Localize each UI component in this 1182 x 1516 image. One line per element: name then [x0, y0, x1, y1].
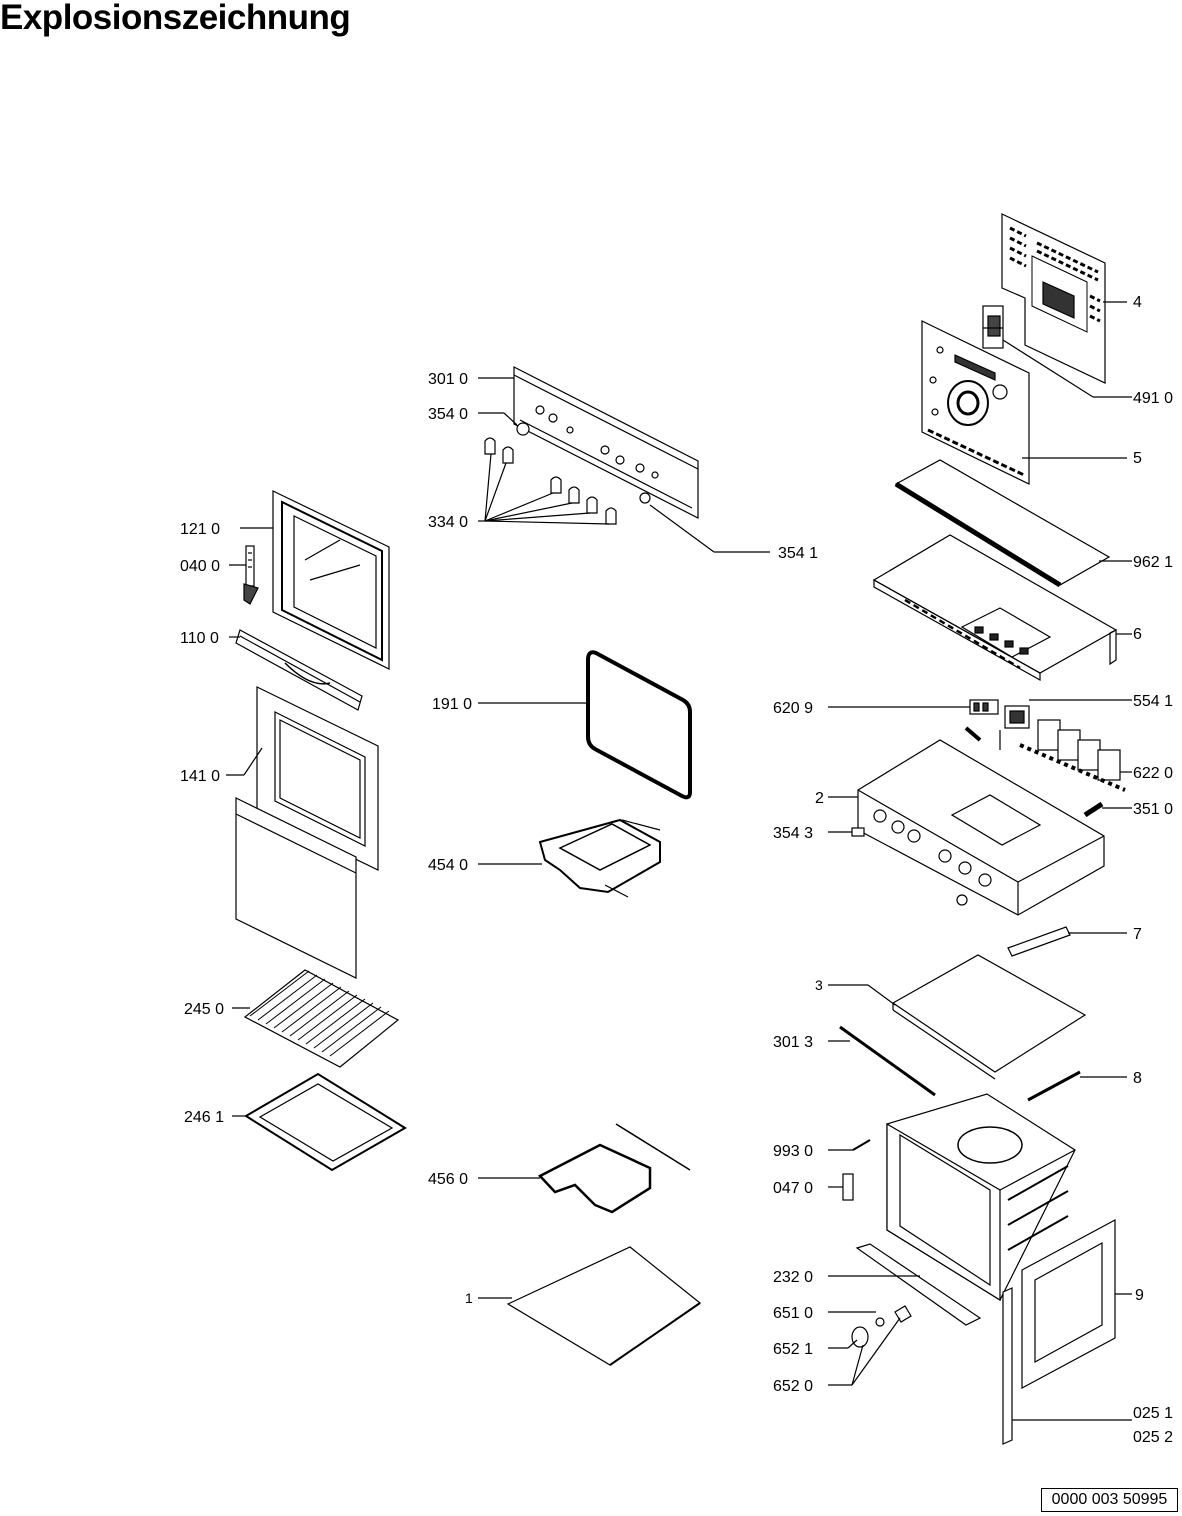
- part-rail: [828, 1025, 936, 1097]
- part-bracket: [1007, 926, 1127, 957]
- part-lamp: [1083, 801, 1132, 818]
- part-knob-small: [639, 492, 770, 553]
- part-fan-motor: [982, 305, 1132, 398]
- label-5: 5: [1133, 450, 1142, 467]
- part-side-frame: [1021, 1218, 1132, 1390]
- label-301-3: 301 3: [773, 1034, 813, 1051]
- part-fan-cover: [921, 320, 1127, 485]
- label-025-2: 025 2: [1133, 1429, 1173, 1446]
- label-354-3: 354 3: [773, 825, 813, 842]
- part-thermostat: [999, 699, 1132, 750]
- label-554-1: 554 1: [1133, 693, 1173, 710]
- part-screw: [828, 1139, 871, 1151]
- part-door-glass: [226, 686, 379, 979]
- label-301-0: 301 0: [428, 371, 468, 388]
- part-labels: 4 491 0 5 301 0 354 0 334 0 354 1 962 1 …: [180, 294, 1173, 1446]
- label-245-0: 245 0: [184, 1001, 224, 1018]
- part-door-handle: [229, 629, 363, 711]
- label-1: 1: [465, 1290, 473, 1306]
- label-025-1: 025 1: [1133, 1405, 1173, 1422]
- part-door-gasket: [478, 650, 692, 800]
- part-terminal-block: [828, 699, 999, 742]
- part-oven-rack: [232, 969, 400, 1068]
- label-491-0: 491 0: [1133, 390, 1173, 407]
- label-4: 4: [1133, 294, 1142, 311]
- label-246-1: 246 1: [184, 1109, 224, 1126]
- label-620-9: 620 9: [773, 700, 813, 717]
- label-652-1: 652 1: [773, 1341, 813, 1358]
- part-control-knobs: [478, 437, 617, 525]
- label-962-1: 962 1: [1133, 554, 1173, 571]
- label-9: 9: [1135, 1287, 1144, 1304]
- part-insulation: [894, 459, 1132, 588]
- label-141-0: 141 0: [180, 768, 220, 785]
- label-993-0: 993 0: [773, 1143, 813, 1160]
- label-622-0: 622 0: [1133, 765, 1173, 782]
- part-baking-tray: [232, 1072, 407, 1172]
- part-grill-element: [478, 818, 661, 898]
- part-door-hinge: [229, 545, 259, 605]
- part-oven-cavity: [886, 1093, 1076, 1302]
- label-110-0: 110 0: [180, 630, 219, 647]
- part-control-housing: [828, 739, 1105, 916]
- label-456-0: 456 0: [428, 1171, 468, 1188]
- part-rod: [1027, 1070, 1127, 1102]
- part-knob-insert: [828, 827, 968, 906]
- label-3: 3: [815, 977, 823, 993]
- part-side-rail: [1002, 1287, 1132, 1445]
- label-7: 7: [1133, 926, 1142, 943]
- label-2: 2: [815, 790, 824, 807]
- part-door-frame: [240, 490, 390, 670]
- label-191-0: 191 0: [432, 696, 472, 713]
- label-232-0: 232 0: [773, 1269, 813, 1286]
- label-651-0: 651 0: [773, 1305, 813, 1322]
- part-selector-switches: [1019, 719, 1132, 792]
- part-front-strip: [828, 1243, 982, 1326]
- part-rear-panel: [1001, 213, 1127, 384]
- part-knob-parts: [828, 1305, 912, 1386]
- label-351-0: 351 0: [1133, 801, 1173, 818]
- page-title: Explosionszeichnung: [0, 0, 351, 37]
- part-side-panel: [828, 954, 1087, 1080]
- label-8: 8: [1133, 1070, 1142, 1087]
- part-latch: [828, 1173, 854, 1201]
- reference-number: 0000 003 50995: [1041, 1488, 1178, 1512]
- part-control-panel: [478, 366, 699, 519]
- part-bottom-plate: [478, 1246, 702, 1366]
- label-121-0: 121 0: [180, 521, 220, 538]
- label-047-0: 047 0: [773, 1180, 813, 1197]
- label-354-1: 354 1: [778, 545, 818, 562]
- label-6: 6: [1133, 626, 1142, 643]
- label-040-0: 040 0: [180, 558, 220, 575]
- label-652-0: 652 0: [773, 1378, 813, 1395]
- part-bottom-element: [478, 1123, 691, 1214]
- part-top-plate: [872, 534, 1132, 682]
- label-454-0: 454 0: [428, 857, 468, 874]
- label-334-0: 334 0: [428, 514, 468, 531]
- label-354-0: 354 0: [428, 406, 468, 423]
